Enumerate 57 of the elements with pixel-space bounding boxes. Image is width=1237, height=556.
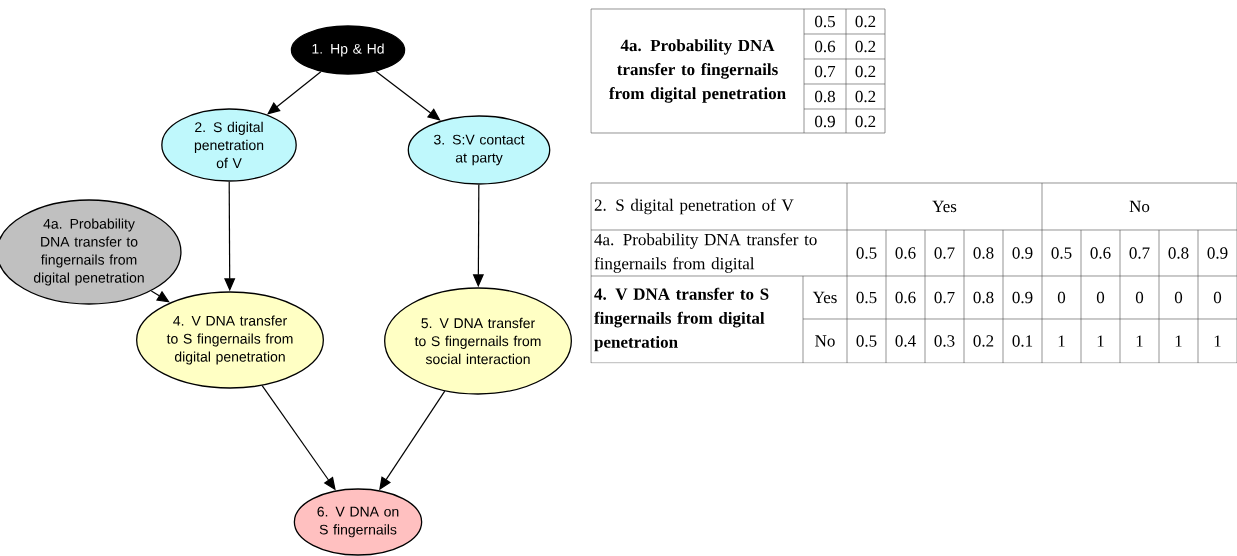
table-cell: 0.9 [1012,247,1033,259]
table-cell: 0 [1135,291,1144,304]
table-cell: 0.6 [895,247,916,259]
table-cell: 1 [1214,335,1221,347]
table-cell: 0.2 [855,40,876,53]
table-cell: 0.2 [855,115,876,128]
table-cell: 0.7 [815,65,836,78]
table-cell: 0 [1057,291,1066,304]
table-cell: 0.9 [815,115,835,128]
table-cell: 0.8 [1168,247,1189,259]
table-cell: 0.6 [815,40,836,53]
table-cell: 0.3 [934,335,955,347]
table-cell: Yes [932,200,957,213]
table-cell: No [815,335,835,347]
table-cell: 1 [1136,335,1143,347]
table-cell: 0.5 [856,335,877,347]
table-cell: 0.9 [1207,247,1228,259]
table-cell: 4. V DNA transfer to S fingernails from digital penetration [594,287,769,352]
arrow [375,70,441,121]
table-cell: 4a. Probability DNA transfer to fingernails from digital [594,233,817,273]
table-cell: 0.5 [856,247,877,259]
table-cell: 0.8 [973,291,994,304]
table-cell: No [1129,200,1150,213]
table-cell: 0.1 [1012,335,1033,347]
table-cell: 0.2 [855,90,876,103]
table-cell: 0.6 [1090,247,1111,259]
arrow [150,290,170,303]
table-cell: 0.9 [1012,291,1033,304]
table-cell: 1 [1058,335,1065,347]
table-cell: 0.8 [815,90,835,103]
table-cell: 0.5 [856,291,877,304]
ellipse-node: 5. V DNA transfer to S fingernails from social interaction [384,287,572,395]
ellipse-node: 3. S:V contact at party [407,115,551,185]
table-cell: 1 [1175,335,1182,347]
table-cell: 0.7 [1129,247,1150,259]
table-cell: 0.4 [895,335,916,347]
table-cell: 0.6 [895,291,916,304]
table-cell: 0 [1096,291,1105,304]
table-cell: 0 [1174,291,1183,304]
table-cell: 0.2 [855,65,876,78]
table-cell: 0.7 [934,291,955,304]
arrow [267,71,322,115]
table-cell: 1 [1097,335,1104,347]
table-cell: 0.8 [973,247,994,259]
table-cell: 0.5 [1051,247,1072,259]
table-cell: 0.2 [855,15,876,28]
table-cell: 0.5 [815,15,835,28]
ellipse-node: 6. V DNA on S fingernails [293,488,423,556]
ellipse-node: 2. S digital penetration of V [161,108,297,182]
ellipse-node: 4. V DNA transfer to S fingernails from digital penetration [136,291,324,389]
table-cell: 4a. Probability DNA transfer to fingernails from digital penetration [609,39,786,103]
table-cell: Yes [812,291,837,304]
table-cell: 0.2 [973,335,994,347]
table-cell: 0 [1213,291,1222,304]
table-cell: 0.7 [934,247,955,259]
table-cell: 2. S digital penetration of V [594,198,794,215]
ellipse-node: 1. Hp & Hd [290,25,406,75]
